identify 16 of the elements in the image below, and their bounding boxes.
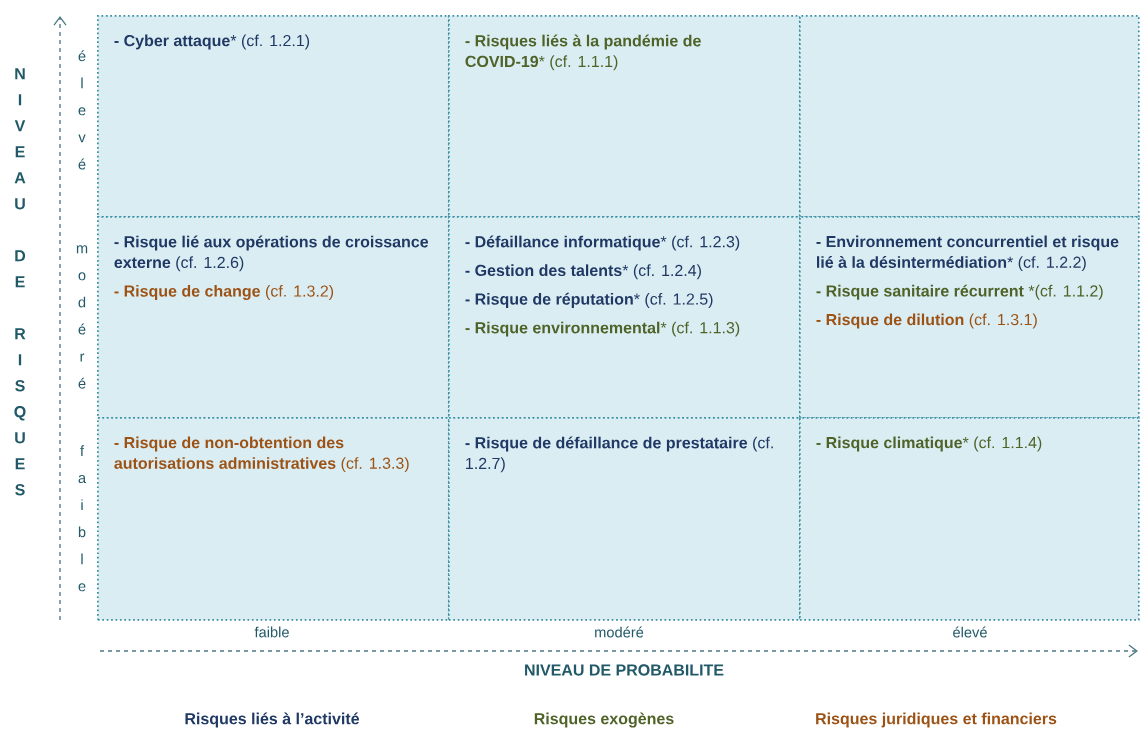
legend-entry: Risques juridiques et financiers: [816, 712, 1057, 728]
axis-title: NIVEAU DE RISQUES: [14, 68, 26, 496]
matrix-cell: - Risque climatique* (cf. 1.1.4): [799, 417, 1140, 621]
matrix-cell: - Défaillance informatique* (cf. 1.2.3) - Gestion des talents* (cf. 1.2.4) - Risque de réputation* (cf. 1.2.5) - Risque environnemental* (cf. 1.1.3): [448, 216, 801, 419]
matrix-cell: - Environnement concurrentiel et risque lié à la désintermédiation* (cf. 1.2.2) - Risque sanitaire récurrent *(cf. 1.1.2) - Risque de dilution (cf. 1.3.1): [799, 216, 1140, 419]
matrix-cell: - Risques liés à la pandémie de COVID-19* (cf. 1.1.1): [448, 15, 801, 218]
axis-title: NIVEAU DE PROBABILITE: [525, 664, 724, 676]
matrix-cell: - Risque de défaillance de prestataire (cf. 1.2.7): [448, 417, 801, 621]
legend-entry: Risques liés à l’activité: [185, 712, 360, 728]
legend-entry: Risques exogènes: [534, 712, 674, 728]
matrix-cell: - Risque lié aux opérations de croissance externe (cf. 1.2.6) - Risque de change (cf. 1.3.2): [97, 216, 450, 419]
matrix-cell: [799, 15, 1140, 218]
axis-tick-label: modéré: [76, 245, 88, 389]
matrix-cell: - Cyber attaque* (cf. 1.2.1): [97, 15, 450, 218]
axis-tick-label: faible: [78, 445, 87, 592]
matrix-cell: - Risque de non-obtention des autorisations administratives (cf. 1.3.3): [97, 417, 450, 621]
